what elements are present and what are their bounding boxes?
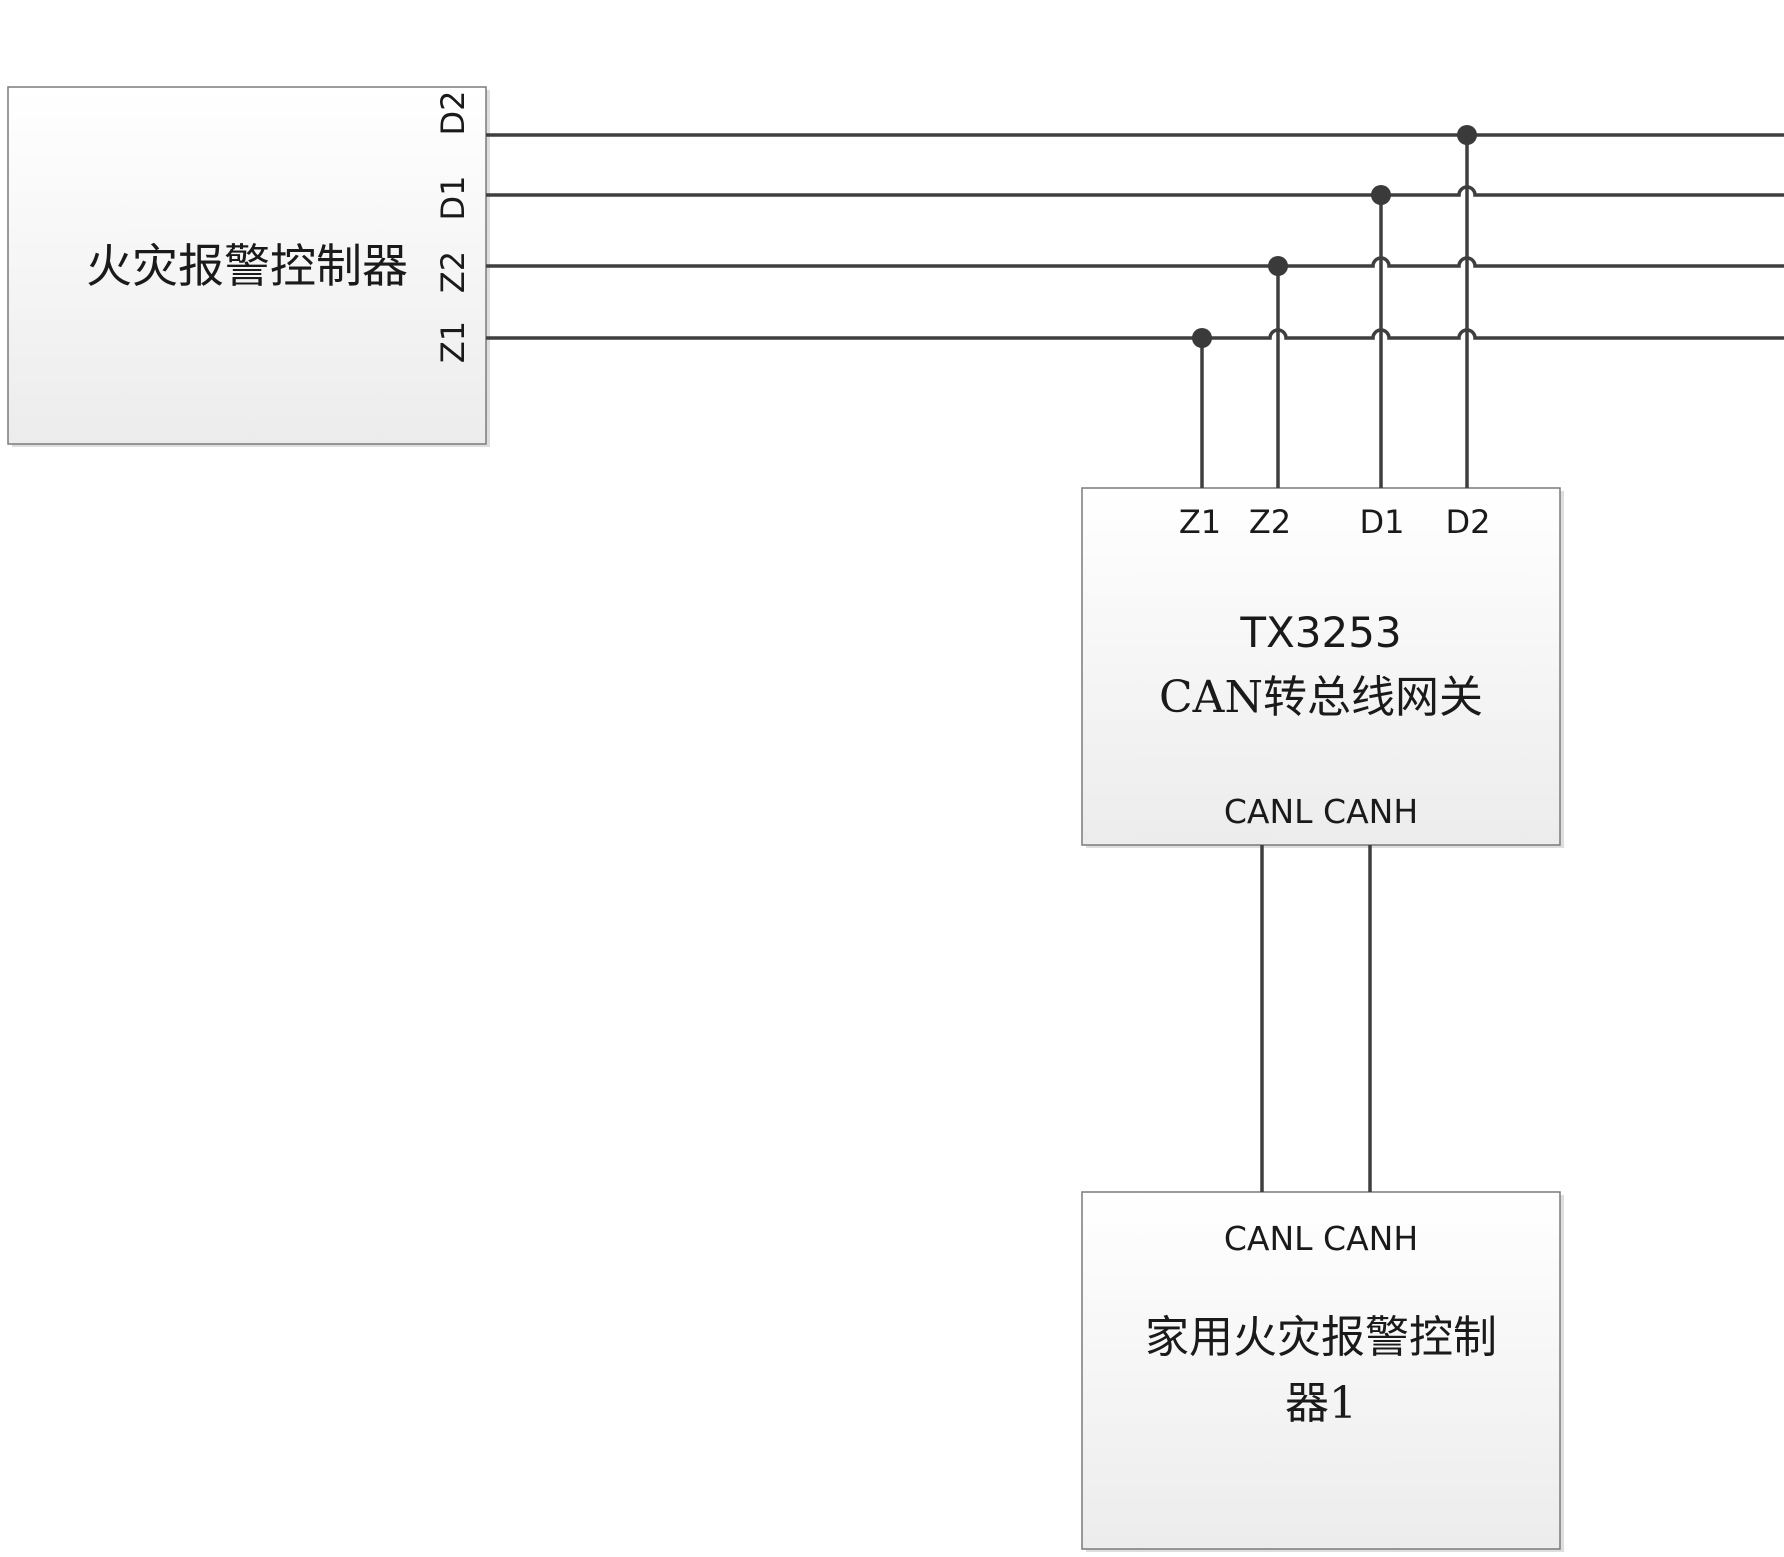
wire-z1-bus	[486, 328, 1784, 340]
junction-z1	[1192, 328, 1212, 348]
gateway-model: TX3253	[1239, 608, 1401, 657]
wire-d1-bus	[486, 185, 1784, 197]
fire-panel-terminal-z1: Z1	[434, 321, 472, 363]
gateway-can-label: CANL CANH	[1224, 792, 1418, 831]
junction-d2	[1457, 125, 1477, 145]
gateway-terminal-z1: Z1	[1179, 503, 1221, 541]
fire-panel-terminal-d1: D1	[434, 176, 472, 221]
fire-alarm-controller-box: 火灾报警控制器 D2 D1 Z2 Z1	[7, 86, 490, 447]
fire-panel-terminal-d2: D2	[434, 91, 472, 136]
junction-z2	[1268, 256, 1288, 276]
gateway-terminal-z2: Z2	[1249, 503, 1291, 541]
gateway-title: CAN转总线网关	[1159, 672, 1483, 723]
home-panel-can-label: CANL CANH	[1224, 1219, 1418, 1258]
home-fire-alarm-controller-box: CANL CANH 家用火灾报警控制 器1	[1081, 1191, 1564, 1552]
fire-alarm-controller-title: 火灾报警控制器	[86, 239, 408, 293]
home-panel-title-line1: 家用火灾报警控制	[1145, 1312, 1497, 1363]
home-panel-title-line2: 器1	[1285, 1378, 1357, 1429]
fire-panel-terminal-z2: Z2	[434, 251, 472, 293]
wire-z2-bus	[486, 256, 1784, 268]
gateway-terminal-d1: D1	[1360, 503, 1405, 541]
junction-d1	[1371, 185, 1391, 205]
gateway-terminal-d2: D2	[1446, 503, 1491, 541]
can-gateway-box: Z1 Z2 D1 D2 TX3253 CAN转总线网关 CANL CANH	[1081, 487, 1564, 848]
